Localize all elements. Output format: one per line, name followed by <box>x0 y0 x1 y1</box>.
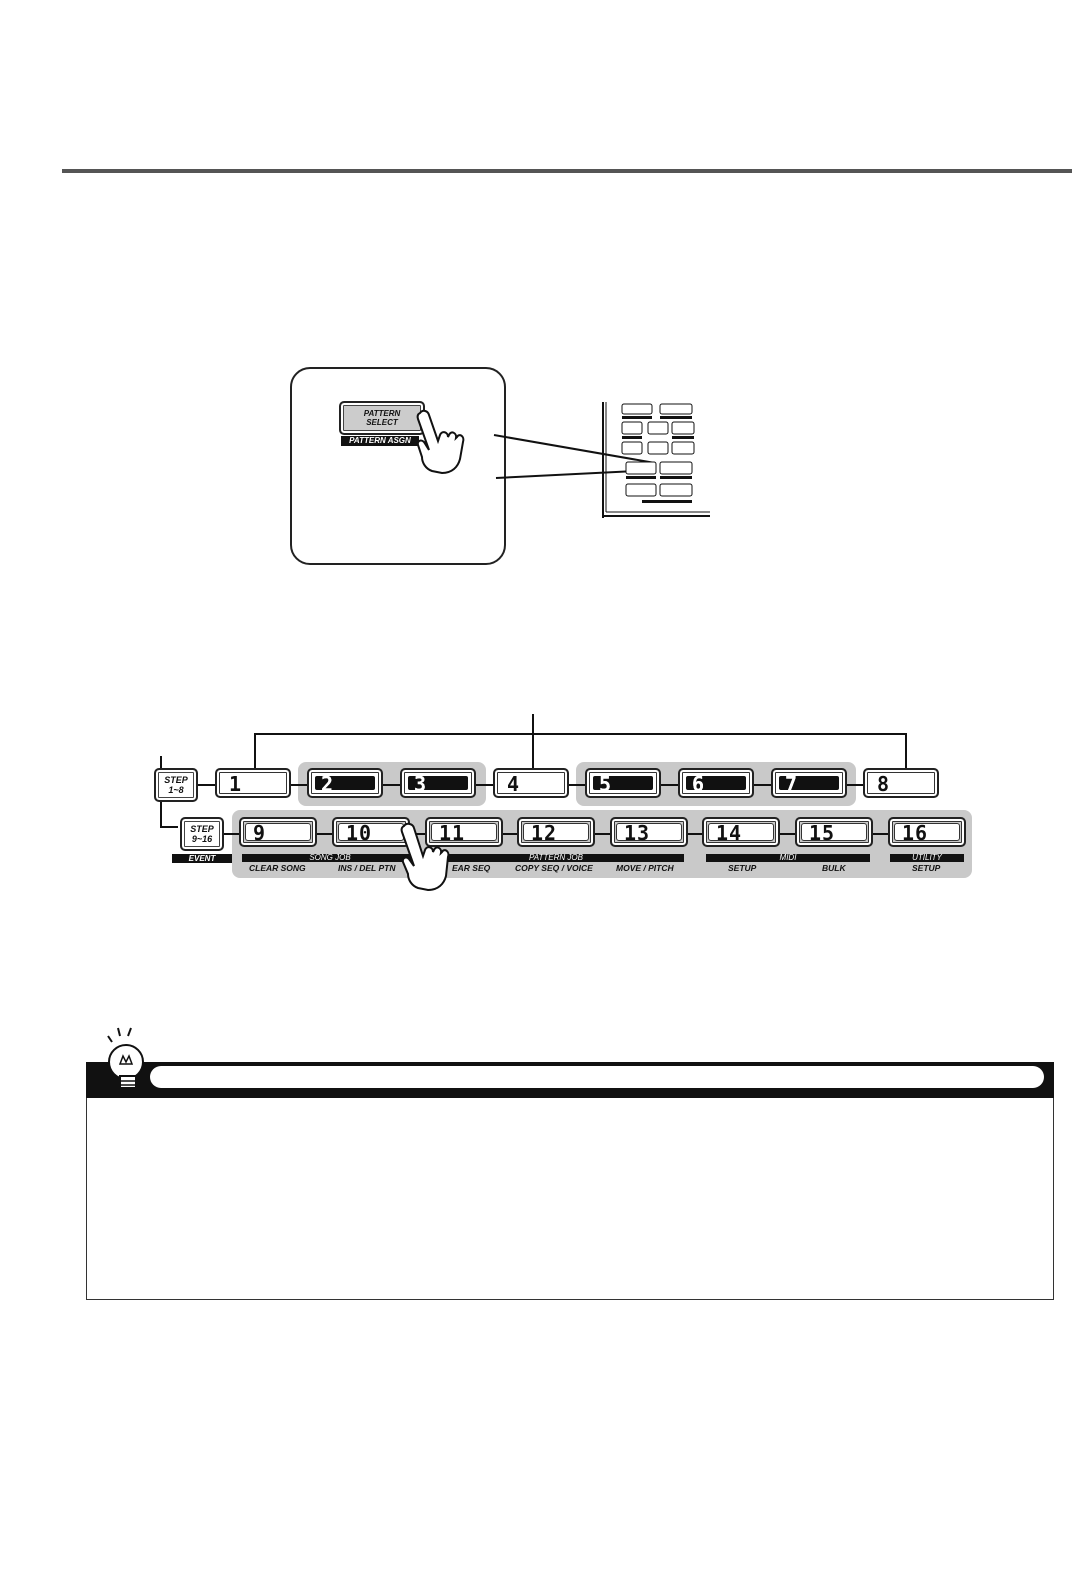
pattern-assign-tag: PATTERN ASGN <box>341 436 419 446</box>
key-led <box>686 776 746 790</box>
lightbulb-icon <box>107 1027 144 1089</box>
step-key-number: 13 <box>624 821 651 845</box>
bulk-label: BULK <box>822 863 846 873</box>
pattern-select-button[interactable]: PATTERN SELECT <box>339 401 425 435</box>
tip-title-pill <box>150 1066 1044 1088</box>
step-1-8-label: STEP 1~8 <box>164 775 188 795</box>
panel-overview-illustration <box>602 402 710 518</box>
step-key-15[interactable]: 15 <box>795 817 873 847</box>
step-key-13[interactable]: 13 <box>610 817 688 847</box>
tip-box <box>86 1062 1054 1300</box>
step-key-number: 4 <box>507 772 521 796</box>
step-key-7[interactable]: 7 <box>771 768 847 798</box>
step-key-number: 6 <box>692 772 706 796</box>
hand-pointer-icon <box>400 822 450 892</box>
step-key-number: 15 <box>809 821 836 845</box>
key-face <box>431 823 497 841</box>
ins-del-ptn-label: INS / DEL PTN <box>338 863 396 873</box>
clear-song-label: CLEAR SONG <box>249 863 306 873</box>
midi-bar: MIDI <box>706 854 870 862</box>
key-face <box>616 823 682 841</box>
step-key-1[interactable]: 1 <box>215 768 291 798</box>
step-key-number: 7 <box>785 772 799 796</box>
key-led <box>593 776 653 790</box>
step-key-3[interactable]: 3 <box>400 768 476 798</box>
step-key-number: 8 <box>877 772 891 796</box>
step-key-6[interactable]: 6 <box>678 768 754 798</box>
pattern-job-bar: PATTERN JOB <box>428 854 684 862</box>
key-led <box>408 776 468 790</box>
bracket-right-drop <box>905 733 907 779</box>
step-key-9[interactable]: 9 <box>239 817 317 847</box>
key-face <box>801 823 867 841</box>
key-face <box>894 823 960 841</box>
copy-seq-voice-label: COPY SEQ / VOICE <box>515 863 593 873</box>
clear-seq-label: EAR SEQ <box>452 863 491 873</box>
step-key-number: 3 <box>414 772 428 796</box>
step-key-16[interactable]: 16 <box>888 817 966 847</box>
step-key-number: 12 <box>531 821 558 845</box>
key-face <box>708 823 774 841</box>
bracket-center-drop <box>532 714 534 779</box>
step-1-8-button[interactable]: STEP 1~8 <box>154 768 198 802</box>
hand-pointer-icon <box>416 409 465 475</box>
step-key-5[interactable]: 5 <box>585 768 661 798</box>
bracket-line-top <box>254 733 906 735</box>
event-select-tag: EVENT SELECT <box>172 854 232 872</box>
step-key-11[interactable]: 11 <box>425 817 503 847</box>
step-key-12[interactable]: 12 <box>517 817 595 847</box>
move-pitch-label: MOVE / PITCH <box>616 863 674 873</box>
step-key-14[interactable]: 14 <box>702 817 780 847</box>
step-key-number: 14 <box>716 821 743 845</box>
step-key-8[interactable]: 8 <box>863 768 939 798</box>
utility-setup-label: SETUP <box>912 863 941 873</box>
step-key-number: 5 <box>599 772 613 796</box>
step-9-16-label: STEP 9~16 <box>190 824 214 844</box>
header-rule <box>62 169 1072 173</box>
key-led <box>315 776 375 790</box>
pattern-select-label: PATTERN SELECT <box>363 409 401 427</box>
step-key-4[interactable]: 4 <box>493 768 569 798</box>
song-job-bar: SONG JOB <box>242 854 418 862</box>
step-row-connector-h2 <box>160 826 178 828</box>
key-face <box>245 823 311 841</box>
utility-bar: UTILITY <box>890 854 964 862</box>
step-key-number: 11 <box>439 821 466 845</box>
step-key-number: 16 <box>902 821 929 845</box>
step-key-number: 9 <box>253 821 267 845</box>
key-led <box>779 776 839 790</box>
step-key-number: 10 <box>346 821 373 845</box>
callout-panel <box>290 367 506 565</box>
bracket-left-drop <box>254 733 256 779</box>
step-key-10[interactable]: 10 <box>332 817 410 847</box>
setup-label: SETUP <box>728 863 757 873</box>
step-key-2[interactable]: 2 <box>307 768 383 798</box>
step-key-number: 1 <box>229 772 243 796</box>
step-key-number: 2 <box>321 772 335 796</box>
key-face <box>523 823 589 841</box>
step-9-16-button[interactable]: STEP 9~16 <box>180 817 224 851</box>
